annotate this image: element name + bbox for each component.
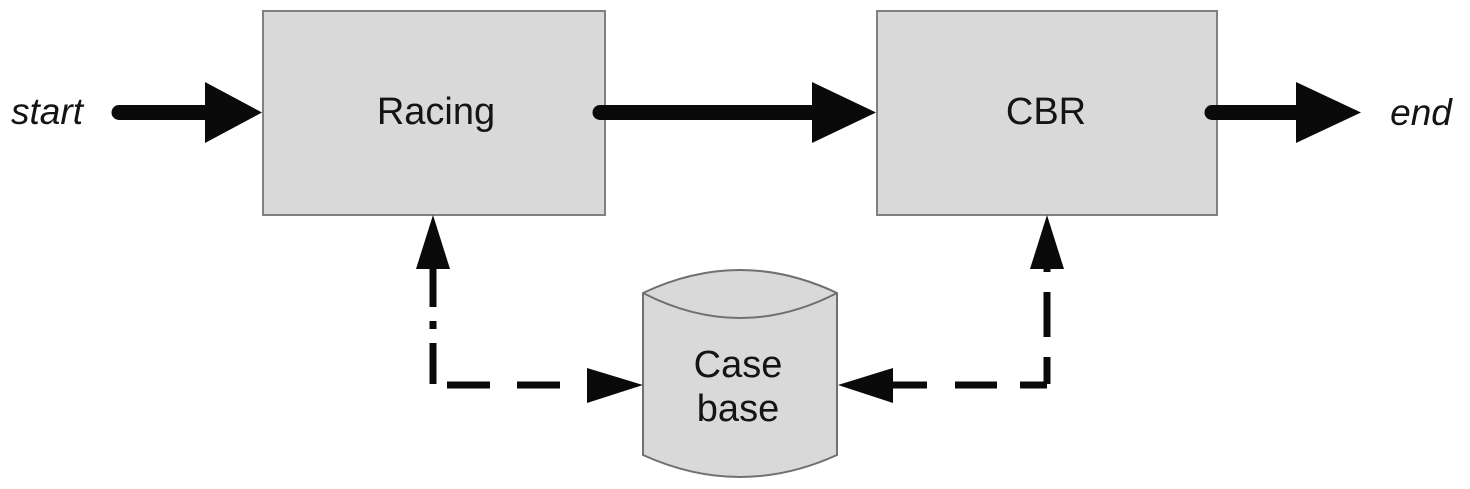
case-base-label-line2: base [697, 388, 779, 430]
racing-node-box [262, 10, 606, 216]
racing-to-cbr-arrowhead-icon [812, 82, 876, 143]
cbr-node: CBR [876, 10, 1218, 216]
arrowhead-up-into-racing-icon [416, 215, 450, 269]
racing-casebase-connector [416, 215, 643, 403]
start-label: start [11, 91, 85, 132]
racing-to-cbr-arrow [592, 82, 876, 143]
cbr-node-box [876, 10, 1218, 216]
cbr-casebase-connector [838, 215, 1064, 403]
start-to-racing-arrowhead-icon [205, 82, 262, 143]
case-base-cylinder-body [642, 269, 838, 478]
arrowhead-left-into-casebase-icon [838, 368, 893, 403]
end-label: end [1390, 92, 1453, 133]
cbr-to-end-arrowhead-icon [1296, 82, 1361, 143]
start-to-racing-arrow [111, 82, 262, 143]
case-base-label-line1: Case [694, 344, 783, 386]
case-base-node: Case base [642, 269, 838, 478]
cbr-to-end-arrow [1204, 82, 1361, 143]
racing-node: Racing [262, 10, 606, 216]
cbr-node-label: CBR [1006, 91, 1086, 133]
arrowhead-up-into-cbr-icon [1030, 215, 1064, 269]
arrowhead-right-into-casebase-icon [587, 368, 643, 403]
racing-node-label: Racing [377, 91, 495, 133]
case-base-cylinder-top-arc [642, 292, 838, 319]
